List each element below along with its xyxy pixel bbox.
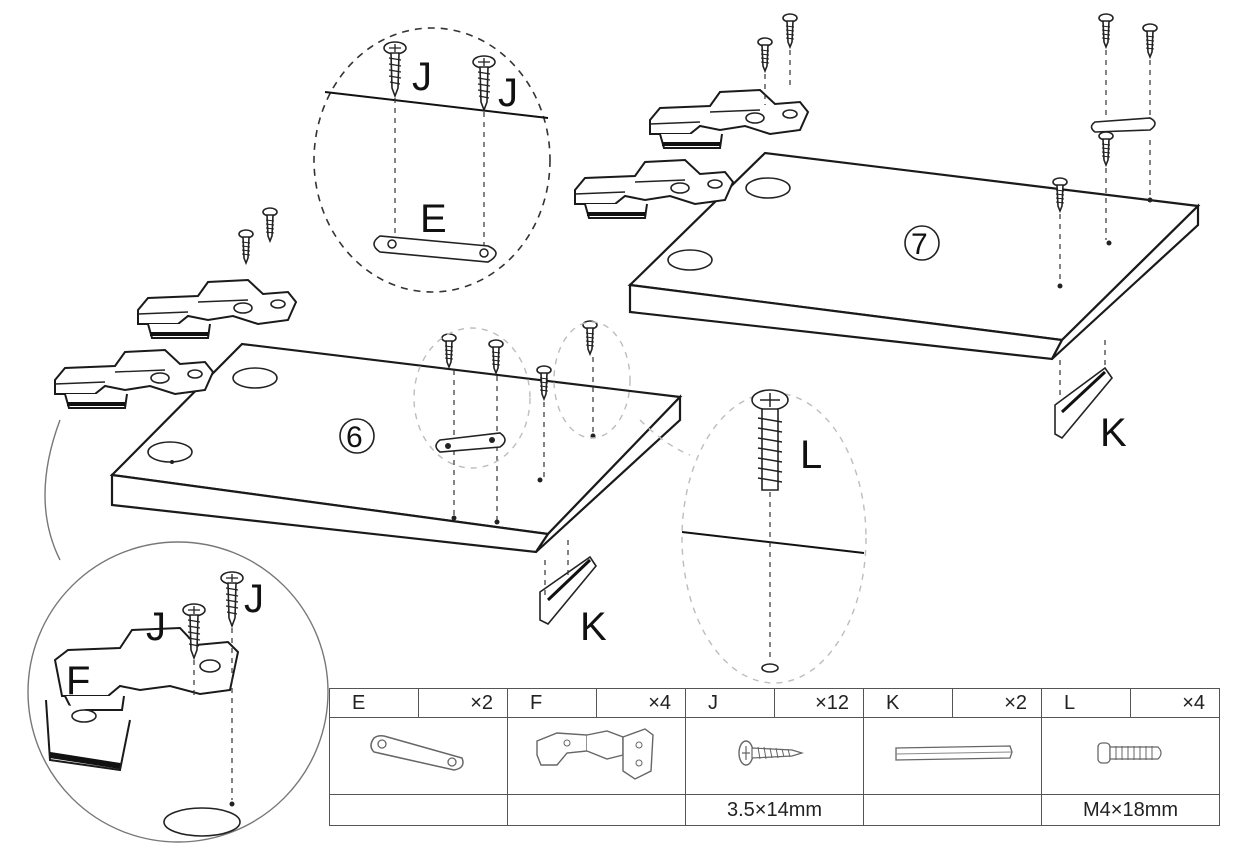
machine-screw-icon <box>1096 742 1162 764</box>
bracket-e-panel6 <box>435 432 506 453</box>
part-f-cell <box>507 717 686 795</box>
part-e-cell <box>329 717 508 795</box>
part-j-letter: J <box>685 688 775 718</box>
label-j-bottom-right: J <box>244 577 264 621</box>
detail-circle-e: J J E <box>313 27 551 293</box>
bracket-plate-icon <box>369 735 464 771</box>
panel-6 <box>109 342 683 554</box>
rail-k-back <box>1054 340 1114 440</box>
label-l: L <box>800 433 822 477</box>
hinge-icon <box>535 728 654 780</box>
part-k-size <box>863 794 1042 826</box>
parts-table-size-row: 3.5×14mm M4×18mm <box>329 794 1220 826</box>
part-f-qty: ×4 <box>596 688 686 718</box>
label-j-top-right: J <box>498 71 518 115</box>
label-j-top-left: J <box>412 55 432 99</box>
part-l-size: M4×18mm <box>1041 794 1220 826</box>
part-k-letter: K <box>863 688 953 718</box>
parts-table-icon-row <box>329 717 1220 795</box>
part-e-letter: E <box>329 688 419 718</box>
panel-6-badge: 6 <box>339 418 375 454</box>
hinge-f-panel6-upper <box>136 278 298 340</box>
part-f-letter: F <box>507 688 597 718</box>
part-k-qty: ×2 <box>952 688 1042 718</box>
part-l-cell <box>1041 717 1220 795</box>
panel-7-number: 7 <box>911 228 928 261</box>
rail-k-front <box>539 540 597 625</box>
panel-6-number: 6 <box>346 421 363 454</box>
part-e-size <box>329 794 508 826</box>
part-f-size <box>507 794 686 826</box>
label-k-back: K <box>1100 411 1127 455</box>
wood-screw-icon <box>737 740 804 766</box>
part-l-letter: L <box>1041 688 1131 718</box>
label-k-front: K <box>580 605 607 649</box>
rail-strip-icon <box>894 745 1013 761</box>
hinge-f-panel7-upper <box>648 88 810 150</box>
part-l-qty: ×4 <box>1130 688 1220 718</box>
panel-7-badge: 7 <box>904 225 940 261</box>
parts-table-header-row: E ×2 F ×4 J ×12 K ×2 L ×4 <box>329 688 1220 718</box>
parts-table: E ×2 F ×4 J ×12 K ×2 L ×4 <box>329 688 1220 826</box>
label-f: F <box>66 659 90 703</box>
bracket-e-panel7 <box>1090 117 1156 133</box>
part-j-cell <box>685 717 864 795</box>
part-k-cell <box>863 717 1042 795</box>
detail-circle-f: J J F <box>27 419 329 843</box>
part-j-size: 3.5×14mm <box>685 794 864 826</box>
part-e-qty: ×2 <box>418 688 508 718</box>
detail-circle-l: L <box>681 389 867 684</box>
part-j-qty: ×12 <box>774 688 864 718</box>
label-j-bottom-left: J <box>146 605 166 649</box>
label-e-top: E <box>420 197 447 241</box>
